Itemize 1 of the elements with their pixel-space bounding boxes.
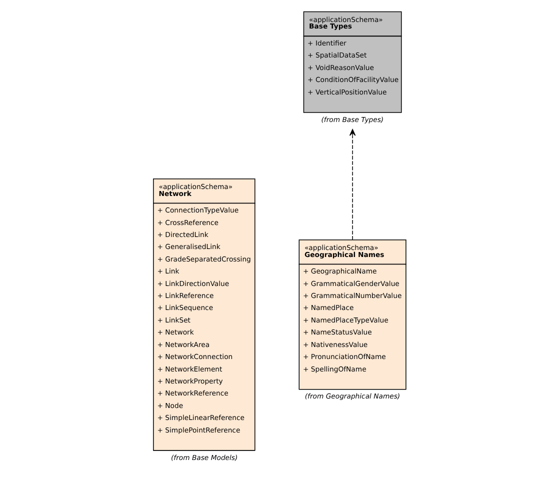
arrow bbox=[349, 129, 356, 240]
